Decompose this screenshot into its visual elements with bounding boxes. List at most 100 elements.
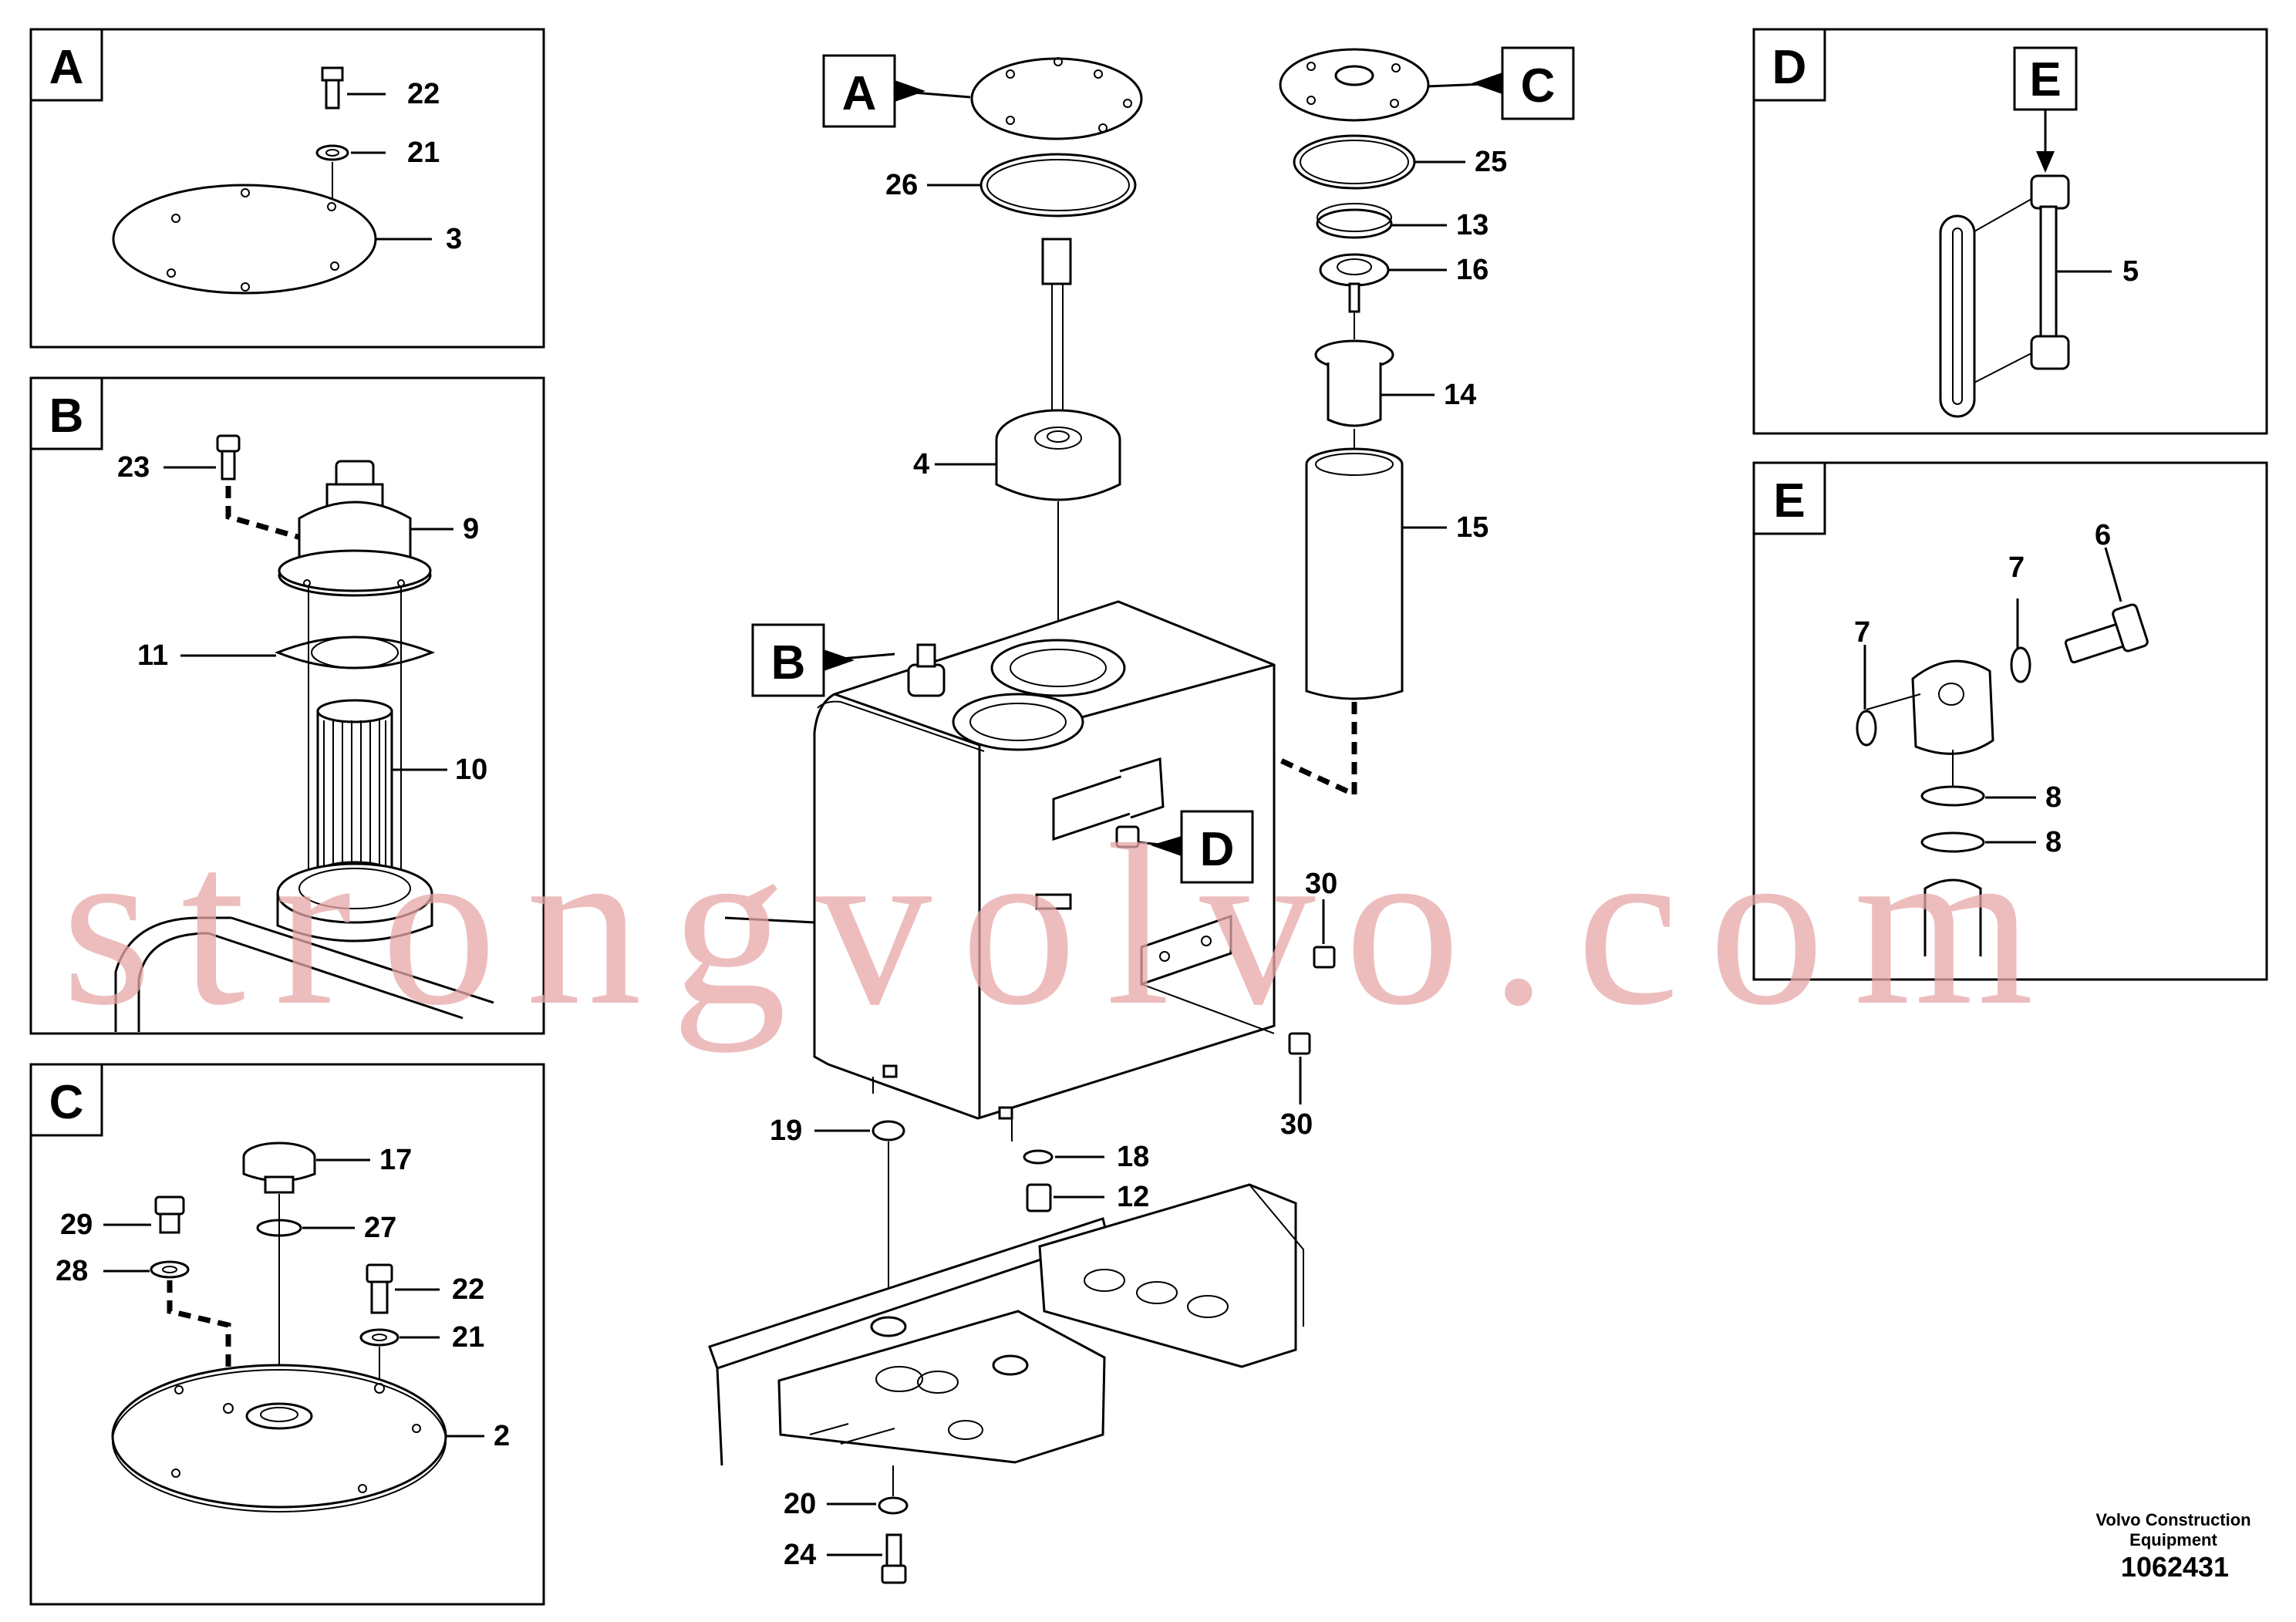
callout-27: 27 [364,1212,396,1244]
washer-21-icon [315,144,349,161]
gasket-11-icon [274,636,436,669]
panel-c-tag-box [29,1063,103,1137]
main-b-tag: B [771,636,806,690]
screw-22c-icon [366,1263,393,1314]
callout-5: 5 [2122,255,2139,288]
callout-21c: 21 [452,1321,484,1354]
o-ring-8-bottom-icon [1920,831,1985,853]
panel-d-tag-box [1752,28,1826,102]
main-c-tag: C [1521,59,1556,113]
panel-b-tag: B [49,389,84,443]
callout-20: 20 [784,1488,816,1520]
callout-18: 18 [1117,1141,1149,1173]
callout-3: 3 [446,223,462,255]
main-assembly: A 26 4 C [708,46,1575,1584]
suction-fitting-icon [1041,238,1072,285]
panel-c-tag: C [49,1076,84,1129]
panel-c-frame [29,1063,545,1606]
washer-21c-icon [359,1328,400,1347]
panel-e-tag: E [1773,474,1805,528]
o-ring-7-left-icon [1856,710,1877,747]
company-line-1: Volvo Construction [2095,1510,2250,1529]
seal-18-icon [1023,1149,1054,1165]
drawing-number: 1062431 [2121,1551,2229,1583]
callout-12: 12 [1117,1181,1149,1213]
callout-16: 16 [1456,254,1489,286]
panel-b: B 23 9 11 10 [29,376,545,1035]
bolt-29-icon [154,1195,185,1234]
callout-29: 29 [60,1209,93,1241]
callout-28: 28 [56,1255,88,1287]
panel-d: D E 5 [1752,28,2268,435]
callout-21: 21 [407,137,440,169]
footer: Volvo Construction Equipment 1062431 [2095,1510,2250,1583]
callout-8-bottom: 8 [2045,826,2062,858]
callout-26: 26 [885,169,918,201]
panel-a-frame [29,28,545,349]
callout-6: 6 [2095,519,2111,551]
panel-e-frame [1752,461,2268,981]
callout-23: 23 [117,451,150,484]
main-d-tag: D [1200,823,1235,876]
callout-17: 17 [379,1144,412,1176]
callout-9: 9 [463,513,479,545]
callout-25: 25 [1475,146,1507,178]
level-gauge-5-icon [1939,174,2070,418]
panel-d-tag: D [1772,41,1807,94]
callout-30-upper: 30 [1305,868,1337,900]
callout-14: 14 [1444,379,1476,411]
plug-17-icon [242,1141,316,1194]
callout-15: 15 [1456,511,1489,544]
callout-8-top: 8 [2045,781,2062,814]
return-filter-15-icon [1305,447,1404,700]
panel-d-e-tag: E [2029,53,2061,106]
spring-13-icon [1316,208,1393,239]
screw-22-icon [321,66,344,110]
bolt-30-upper-icon [1313,946,1336,969]
bolt-24-icon [881,1533,907,1584]
callout-22: 22 [407,78,440,110]
o-ring-25-icon [1293,134,1416,190]
washer-19-icon [872,1120,905,1141]
panel-a-tag: A [49,41,84,94]
washer-20-icon [878,1496,909,1515]
callout-24: 24 [784,1539,816,1571]
bolt-30-lower-icon [1288,1032,1311,1055]
callout-4: 4 [913,448,929,481]
panel-b-frame [29,376,545,1035]
cover-plate-3-icon [112,184,377,295]
callout-10: 10 [455,754,487,786]
callout-19: 19 [770,1114,802,1147]
screw-23-icon [216,434,241,481]
o-ring-26-icon [979,153,1137,218]
tank-top-outline [114,862,494,1032]
bolt-6-icon [2064,603,2149,664]
banjo-fitting-icon [1911,659,1994,755]
cover-plate-2-icon [111,1364,447,1509]
callout-30-lower: 30 [1280,1108,1313,1141]
callout-2: 2 [494,1420,510,1452]
watermark: strongvolvo.com [62,797,2063,1054]
washer-28-icon [150,1260,190,1279]
panel-c: C 17 27 29 28 22 [29,1063,545,1606]
machine-frame-icon [708,1183,1304,1466]
panel-b-tag-box [29,376,103,450]
tube-icon [1923,878,1982,956]
callout-11: 11 [137,639,168,672]
o-ring-7-right-icon [2010,646,2031,683]
callout-22c: 22 [452,1273,484,1306]
callout-7-left: 7 [1854,616,1870,649]
main-a-tag: A [842,67,877,120]
hydraulic-tank-icon [813,600,1276,1141]
callout-7-right: 7 [2008,551,2025,584]
panel-e: E 6 7 7 8 8 [1752,461,2268,981]
breather-assembly-9-icon [278,460,432,597]
strainer-4-icon [995,409,1121,501]
panel-a: A 22 21 3 [29,28,545,349]
panel-e-tag-box [1752,461,1826,535]
main-cover-icon [970,57,1143,140]
callout-13: 13 [1456,209,1489,241]
drain-plug-12-icon [1026,1183,1052,1212]
panel-d-frame [1752,28,2268,435]
